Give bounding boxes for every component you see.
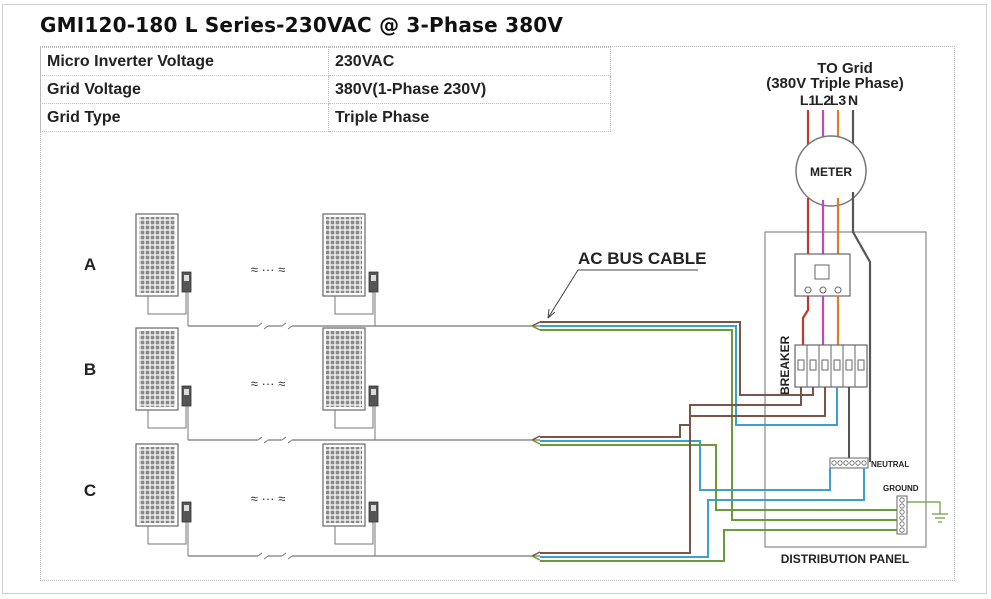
bus-cable-break xyxy=(281,322,293,330)
bus-cable-break xyxy=(257,436,269,444)
panel-lead xyxy=(334,292,374,315)
ellipsis: ≈ ··· ≈ xyxy=(251,262,285,277)
bus-cable-label: AC BUS CABLE xyxy=(578,249,706,268)
wire-blue xyxy=(540,440,831,491)
spec-table: Micro Inverter Voltage 230VAC Grid Volta… xyxy=(40,47,611,132)
phase-label-n: N xyxy=(848,92,858,108)
micro-inverter xyxy=(181,501,192,523)
panel-lead xyxy=(334,522,374,545)
neutral-label: NEUTRAL xyxy=(871,460,909,469)
wire-brown xyxy=(540,321,814,396)
ground-terminals xyxy=(899,497,905,533)
panel-lead xyxy=(147,292,187,315)
breaker-toggle xyxy=(845,359,853,371)
micro-inverter-label xyxy=(184,505,189,511)
cable-tip xyxy=(531,325,541,331)
micro-inverter xyxy=(181,385,192,407)
panel-lead xyxy=(147,522,187,545)
panel-label: DISTRIBUTION PANEL xyxy=(781,552,909,566)
panel-lead xyxy=(147,406,187,429)
solar-panel-cells xyxy=(139,331,175,407)
solar-panel-cells xyxy=(139,217,175,293)
terminal xyxy=(804,286,812,294)
phase-label-l2: L2 xyxy=(815,92,832,108)
switch-out-wires xyxy=(801,296,840,345)
ground-label: GROUND xyxy=(883,484,919,493)
page-title: GMI120-180 L Series-230VAC @ 3-Phase 380… xyxy=(40,13,564,37)
breaker-toggle xyxy=(797,359,805,371)
phase-label-l1: L1 xyxy=(800,92,817,108)
meter xyxy=(795,135,867,207)
row-label-a: A xyxy=(84,255,96,274)
wire-green xyxy=(540,444,897,511)
meter-label: METER xyxy=(810,165,852,179)
bus-cable-pointer xyxy=(547,269,579,319)
ellipsis: ≈ ··· ≈ xyxy=(251,491,285,506)
micro-inverter-label xyxy=(184,275,189,281)
cable-tip xyxy=(531,555,541,561)
micro-inverter xyxy=(368,271,379,293)
cable-tip xyxy=(531,439,541,445)
micro-inverter xyxy=(181,271,192,293)
panel-lead xyxy=(334,406,374,429)
wire-blue xyxy=(540,468,865,558)
row-label-c: C xyxy=(84,481,96,500)
diagram-area xyxy=(40,46,955,581)
phase-label-l3: L3 xyxy=(830,92,847,108)
cable-tip xyxy=(531,321,541,327)
micro-inverter-label xyxy=(371,389,376,395)
wire-green xyxy=(540,329,897,521)
breaker-label: BREAKER xyxy=(778,335,792,395)
terminal xyxy=(834,286,842,294)
ground-symbol xyxy=(932,513,948,523)
spec-row: Grid Type Triple Phase xyxy=(40,103,611,132)
breaker-toggle xyxy=(857,359,865,371)
grid-subtitle: (380V Triple Phase) xyxy=(766,75,904,92)
micro-inverter xyxy=(368,385,379,407)
micro-inverter-label xyxy=(371,275,376,281)
bus-cable-break xyxy=(257,552,269,560)
wire-blue xyxy=(540,325,838,426)
bus-cable-arrowhead xyxy=(547,308,556,319)
wire-green xyxy=(540,529,897,562)
micro-inverter-label xyxy=(371,505,376,511)
bus-cable-break xyxy=(281,552,293,560)
diagram-frame xyxy=(2,4,987,594)
ground-wire xyxy=(907,501,941,514)
solar-panel-cells xyxy=(326,331,362,407)
bus-cable-routing xyxy=(540,321,897,562)
wire-brown xyxy=(540,387,802,554)
ground-bar xyxy=(896,495,908,535)
cable-tip xyxy=(531,551,541,557)
bus-cable-break xyxy=(257,322,269,330)
terminal xyxy=(819,286,827,294)
micro-inverter xyxy=(368,501,379,523)
spec-label: Micro Inverter Voltage xyxy=(40,47,329,76)
ellipsis: ≈ ··· ≈ xyxy=(251,376,285,391)
breaker-toggle xyxy=(809,359,817,371)
breaker-bank xyxy=(794,344,868,388)
solar-panel-cells xyxy=(326,447,362,523)
neutral-terminals xyxy=(831,460,867,466)
bus-cable-break xyxy=(281,436,293,444)
grid-title: TO Grid xyxy=(817,60,873,77)
row-label-b: B xyxy=(84,360,96,379)
micro-inverter-label xyxy=(184,389,189,395)
breaker-toggle xyxy=(833,359,841,371)
solar-panel-cells xyxy=(139,447,175,523)
wire-n xyxy=(851,192,872,462)
spec-label: Grid Type xyxy=(40,103,329,132)
main-switch-handle xyxy=(814,264,830,280)
spec-label: Grid Voltage xyxy=(40,75,329,104)
solar-rows xyxy=(135,213,541,561)
cable-tip xyxy=(531,435,541,441)
wire-l1 xyxy=(801,296,810,345)
distribution-panel xyxy=(764,231,927,548)
solar-panel-cells xyxy=(326,217,362,293)
spec-value: Triple Phase xyxy=(328,103,611,132)
breaker-toggle xyxy=(821,359,829,371)
